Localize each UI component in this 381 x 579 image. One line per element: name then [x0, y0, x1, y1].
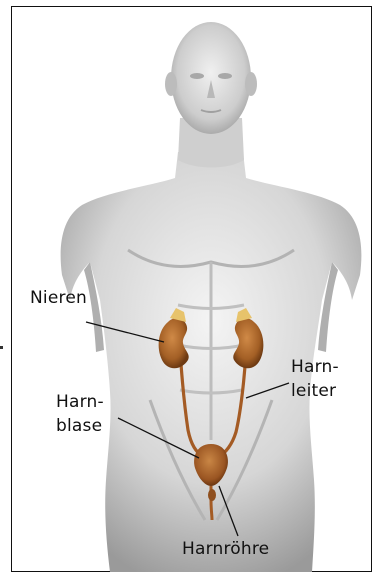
right-ear: [245, 72, 257, 96]
urethra-bulb: [208, 489, 216, 501]
label-ureters-line2: leiter: [291, 381, 336, 402]
label-kidneys: Nieren: [30, 288, 87, 309]
label-ureters-line1: Harn-: [291, 357, 339, 378]
left-ear: [165, 72, 177, 96]
right-eye: [218, 73, 232, 79]
label-urethra: Harnröhre: [182, 539, 269, 560]
label-bladder-line1: Harn-: [56, 392, 104, 413]
head-shape: [171, 22, 251, 134]
left-eye: [190, 73, 204, 79]
label-bladder-line2: blase: [56, 416, 102, 437]
